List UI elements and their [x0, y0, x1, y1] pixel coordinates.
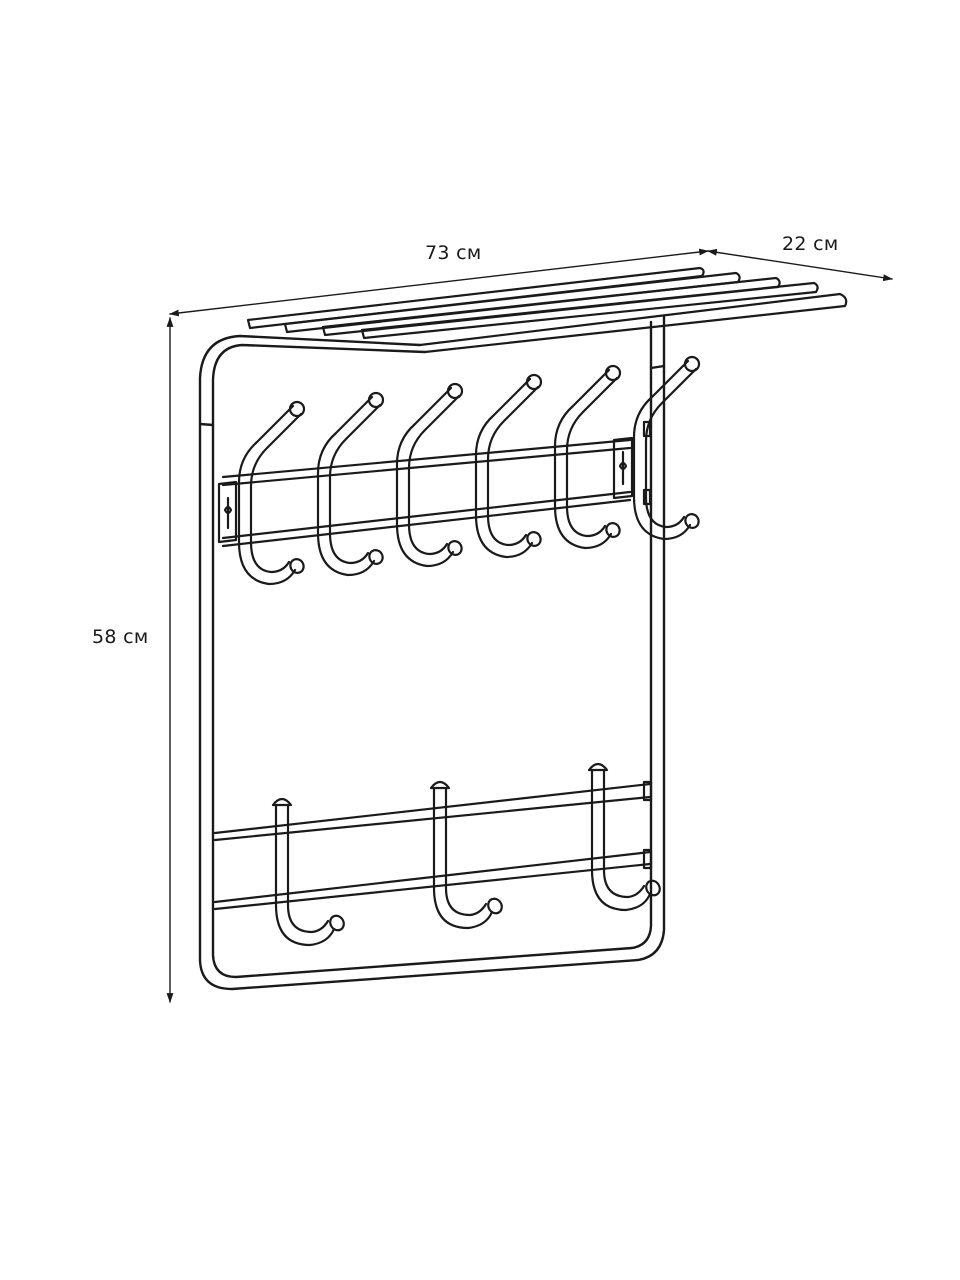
shelf-rod	[360, 281, 819, 340]
right-post-ring	[649, 364, 666, 370]
hook-cap	[271, 797, 293, 807]
hook-tip	[446, 382, 464, 400]
hook-tip	[288, 400, 306, 418]
hook-tip	[447, 540, 463, 556]
double-hook	[237, 400, 306, 586]
double-hook	[316, 391, 385, 577]
hook-tip	[289, 558, 305, 574]
hook-outline	[274, 803, 336, 947]
upper-hooks	[237, 355, 701, 586]
frame-outer	[198, 334, 666, 991]
width-dimension-line	[169, 248, 709, 317]
dimension-lines	[166, 248, 893, 1003]
hook-cap	[587, 762, 609, 772]
depth-dimension-line	[707, 248, 893, 282]
upper-bar-line	[221, 490, 632, 540]
hook-outline	[432, 786, 494, 930]
lower-bar-line	[213, 862, 652, 911]
hook-tip	[329, 914, 345, 932]
top-shelf	[246, 266, 848, 354]
hook-outline	[474, 377, 534, 559]
double-hook	[395, 382, 464, 568]
hook-cap	[429, 780, 451, 790]
left-post-ring	[198, 422, 215, 427]
hook-outline	[286, 803, 330, 934]
lower-bar-clip	[642, 848, 653, 870]
double-hook	[474, 373, 543, 559]
hook-outline	[590, 768, 652, 912]
lower-bar-line	[213, 782, 652, 835]
upper-bar-line	[221, 498, 632, 548]
double-hook	[632, 355, 701, 541]
hook-outline	[407, 394, 461, 556]
hook-tip	[683, 355, 701, 373]
hook-tip	[487, 897, 503, 915]
upper-hook-bar	[217, 420, 652, 548]
lower-bar-clip	[642, 780, 653, 802]
lower-bar-line	[213, 795, 652, 842]
single-hook	[271, 797, 345, 947]
hook-tip	[684, 513, 700, 529]
mount-plate-left	[217, 480, 238, 544]
hook-tip	[526, 531, 542, 547]
frame-inner	[211, 343, 653, 979]
hook-tip	[605, 522, 621, 538]
hook-tip	[525, 373, 543, 391]
mount-plate-right	[612, 436, 634, 500]
hook-outline	[316, 395, 376, 577]
lower-bar-line	[213, 850, 652, 904]
upper-bar-line	[221, 438, 632, 479]
hook-tip	[604, 364, 622, 382]
hook-tip	[368, 549, 384, 565]
hook-outline	[565, 376, 619, 538]
single-hook	[587, 762, 661, 912]
lower-hooks	[271, 762, 661, 947]
double-hook	[553, 364, 622, 550]
hook-outline	[444, 786, 488, 917]
single-hook	[429, 780, 503, 930]
hook-outline	[237, 404, 297, 586]
hook-outline	[602, 768, 646, 899]
hook-outline	[249, 412, 303, 574]
hook-tip	[367, 391, 385, 409]
hook-outline	[328, 403, 382, 565]
hook-outline	[553, 368, 613, 550]
hook-outline	[632, 359, 692, 541]
hook-outline	[486, 385, 540, 547]
width-label: 73 см	[425, 242, 482, 264]
hook-outline	[644, 367, 698, 529]
frame	[198, 314, 666, 991]
upper-bar-line	[221, 446, 632, 487]
depth-label: 22 см	[782, 233, 839, 255]
hook-outline	[395, 386, 455, 568]
keyhole-right	[618, 450, 628, 486]
hook-tip	[645, 879, 661, 897]
keyhole-left	[223, 496, 233, 530]
height-label: 58 см	[92, 626, 149, 648]
shelf-front-rod	[418, 292, 848, 354]
